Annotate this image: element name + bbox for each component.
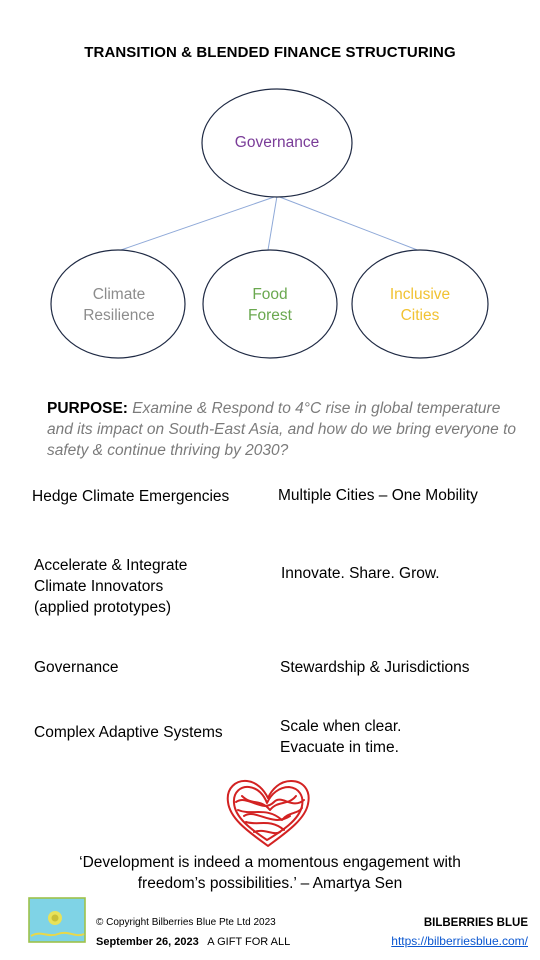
- brand-name: BILBERRIES BLUE: [423, 917, 528, 929]
- item-innovate-share: Innovate. Share. Grow.: [281, 563, 440, 584]
- item-line: Governance: [34, 659, 119, 676]
- connector-line: [117, 195, 278, 252]
- quote-line: freedom’s possibilities.’ – Amartya Sen: [137, 875, 403, 892]
- item-line: Complex Adaptive Systems: [34, 724, 223, 741]
- node-label-line: Forest: [248, 307, 292, 324]
- climate-resilience-label: Climate Resilience: [52, 284, 186, 326]
- node-label-line: Climate: [92, 286, 146, 303]
- page-title: TRANSITION & BLENDED FINANCE STRUCTURING: [84, 44, 456, 61]
- item-multiple-cities: Multiple Cities – One Mobility: [278, 485, 478, 506]
- gift-text: A GIFT FOR ALL: [207, 936, 291, 948]
- food-forest-node: [202, 249, 338, 359]
- logo-icon: [28, 897, 86, 943]
- website-link[interactable]: https://bilberriesblue.com/: [391, 934, 528, 948]
- item-line: (applied prototypes): [34, 599, 171, 616]
- date-line: September 26, 2023 A GIFT FOR ALL: [96, 936, 290, 948]
- purpose-label: PURPOSE:: [47, 400, 128, 417]
- item-line: Scale when clear.: [280, 718, 402, 735]
- item-scale-evacuate: Scale when clear. Evacuate in time.: [280, 716, 402, 758]
- node-label-line: Cities: [400, 307, 440, 324]
- inclusive-cities-label: Inclusive Cities: [352, 284, 488, 326]
- item-line: Accelerate & Integrate: [34, 557, 188, 574]
- connector-line: [267, 195, 278, 251]
- copyright-text: © Copyright Bilberries Blue Pte Ltd 2023: [96, 917, 276, 928]
- item-line: Stewardship & Jurisdictions: [280, 659, 470, 676]
- purpose-statement: PURPOSE: Examine & Respond to 4°C rise i…: [47, 398, 517, 461]
- heart-icon: [226, 779, 310, 847]
- item-governance: Governance: [34, 657, 118, 678]
- quote-line: ‘Development is indeed a momentous engag…: [79, 854, 461, 871]
- item-line: Hedge Climate Emergencies: [32, 488, 230, 505]
- inclusive-cities-node: [351, 249, 489, 359]
- governance-node: [201, 88, 353, 198]
- item-line: Evacuate in time.: [280, 739, 399, 756]
- item-line: Innovate. Share. Grow.: [281, 565, 440, 582]
- node-label-line: Resilience: [83, 307, 155, 324]
- diagram-connectors: [50, 88, 489, 359]
- item-accelerate-integrate: Accelerate & Integrate Climate Innovator…: [34, 555, 187, 618]
- item-line: Climate Innovators: [34, 578, 164, 595]
- purpose-text: Examine & Respond to 4°C rise in global …: [47, 400, 517, 459]
- food-forest-label: Food Forest: [203, 284, 337, 326]
- quote: ‘Development is indeed a momentous engag…: [0, 852, 540, 894]
- item-hedge-climate: Hedge Climate Emergencies: [32, 486, 229, 507]
- date-text: September 26, 2023: [96, 936, 199, 948]
- node-label-line: Food: [252, 286, 288, 303]
- item-complex-adaptive: Complex Adaptive Systems: [34, 722, 223, 743]
- item-line: Multiple Cities – One Mobility: [278, 487, 478, 504]
- connector-line: [276, 195, 421, 252]
- governance-node-label: Governance: [234, 134, 320, 151]
- item-stewardship: Stewardship & Jurisdictions: [280, 657, 470, 678]
- climate-resilience-node: [50, 249, 186, 359]
- node-label-line: Inclusive: [389, 286, 451, 303]
